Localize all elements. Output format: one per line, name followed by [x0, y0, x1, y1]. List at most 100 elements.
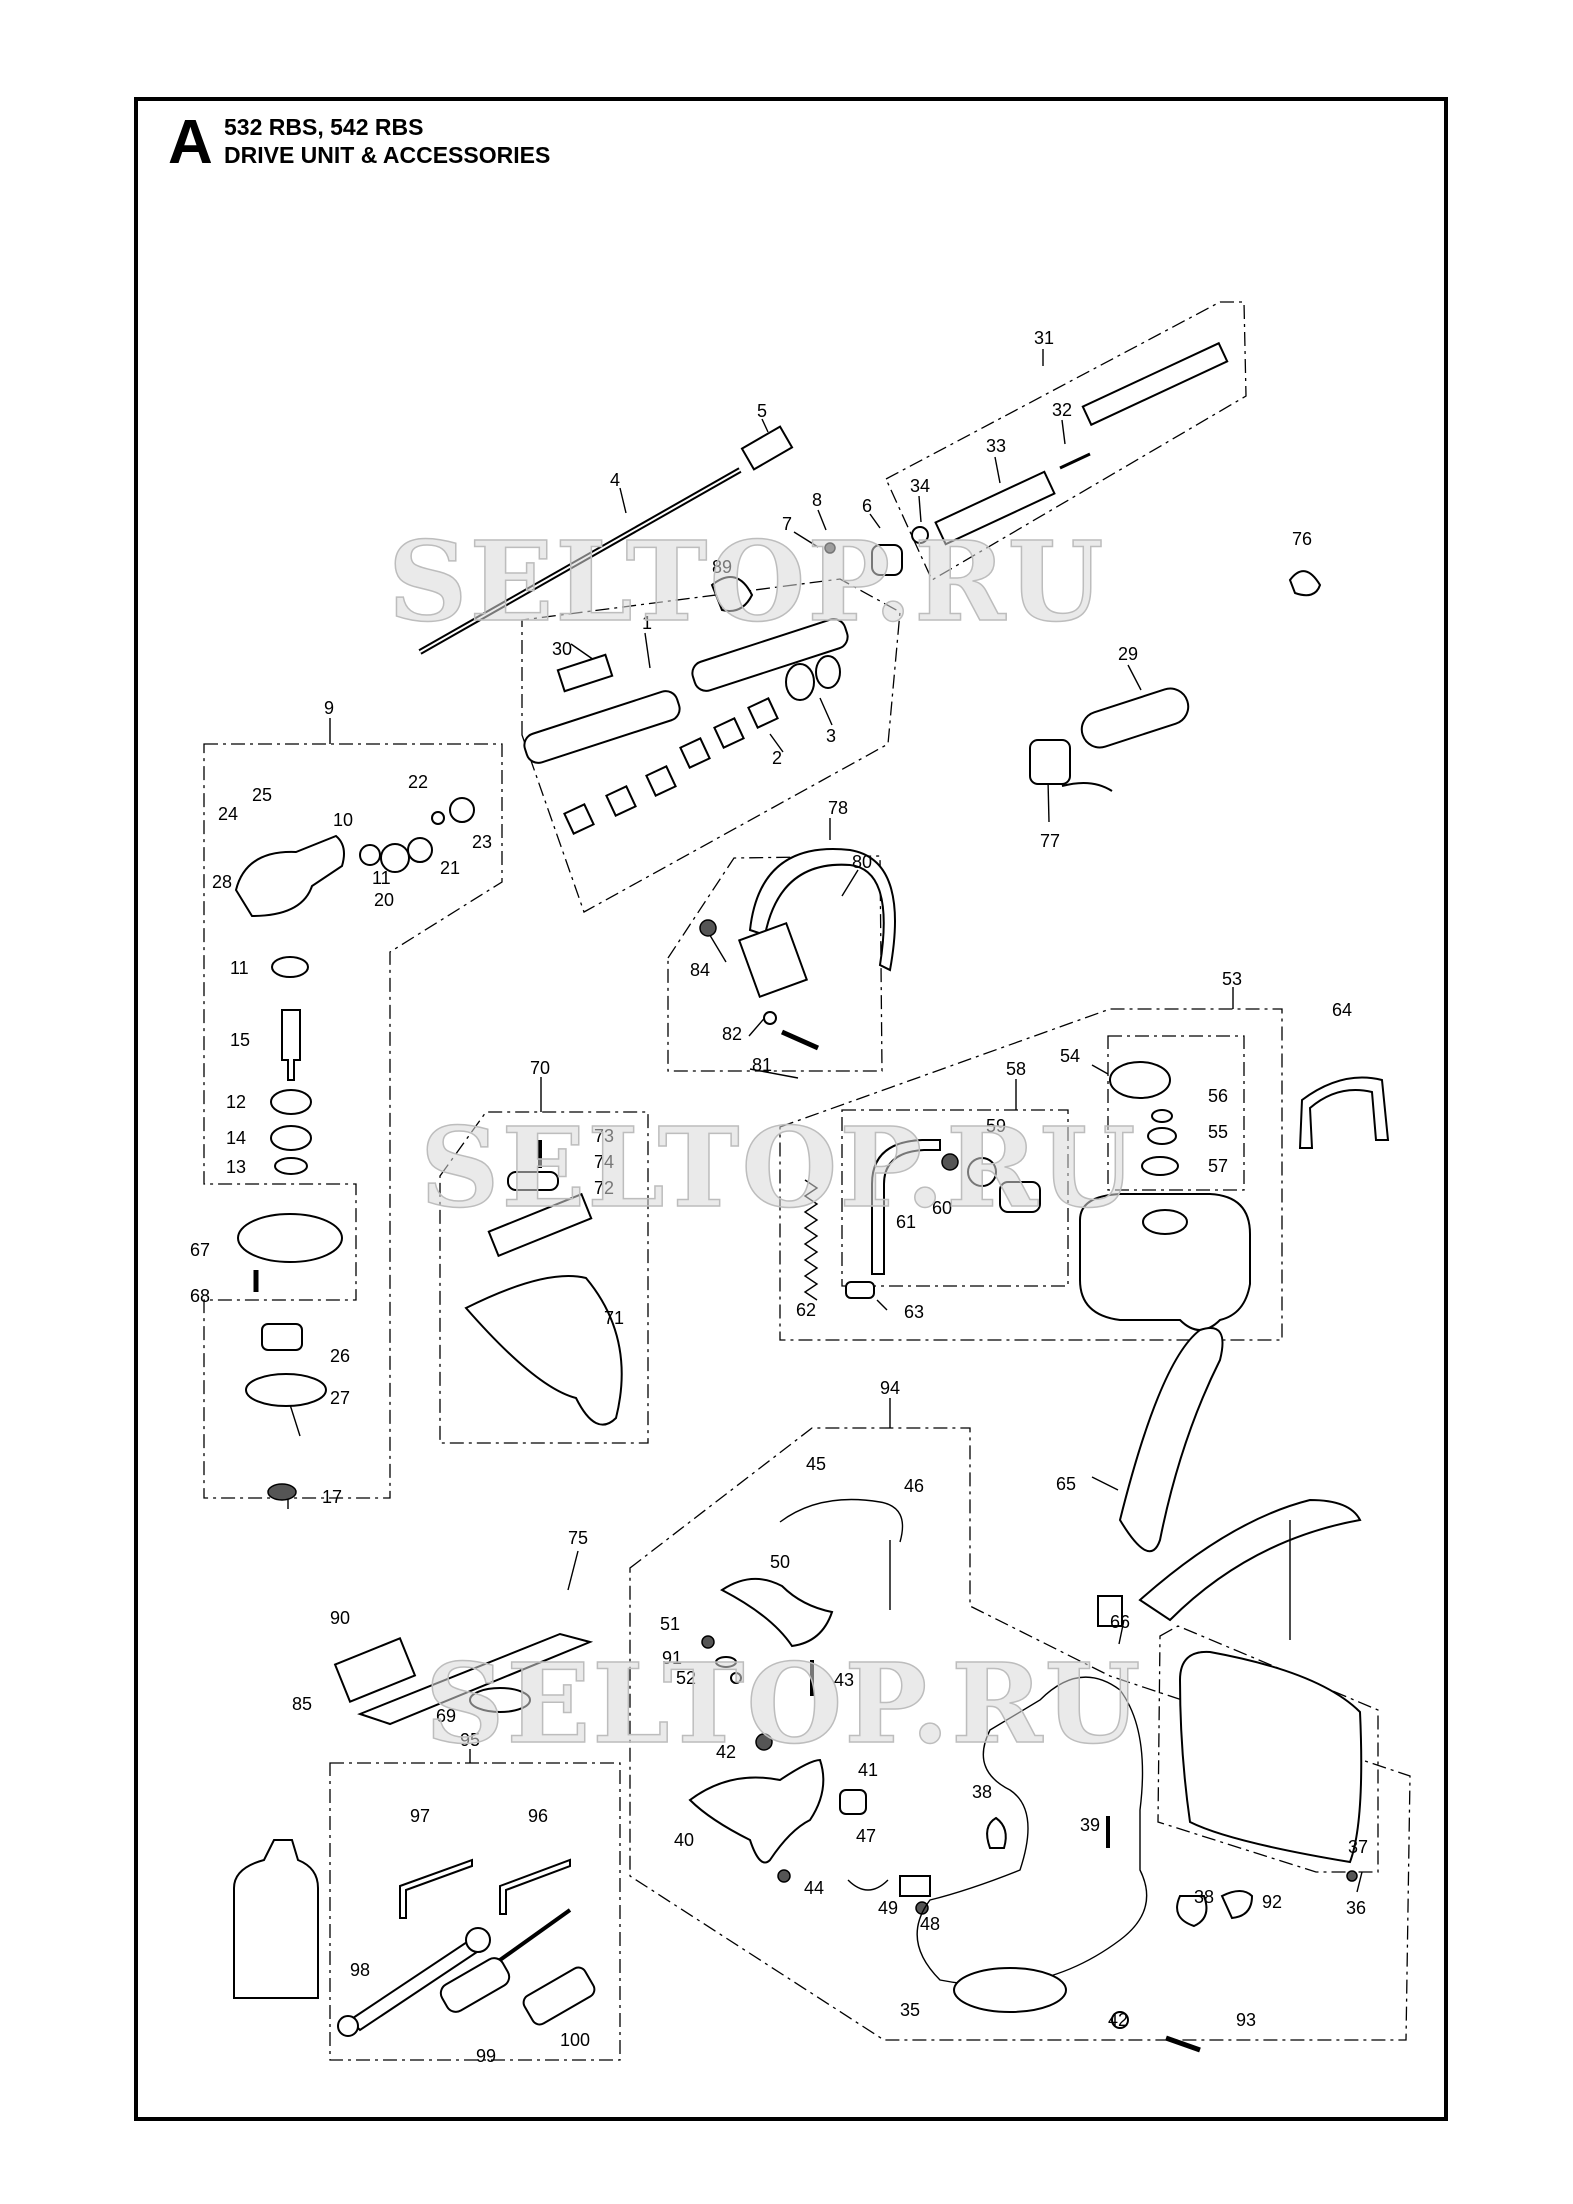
- page-border: [134, 97, 1448, 2121]
- washer-91: [715, 1656, 737, 1668]
- callout-label: 56: [1208, 1086, 1228, 1106]
- group-outline-53: [779, 1008, 1283, 1341]
- screw-51: [701, 1635, 715, 1649]
- callout-label: 9: [324, 698, 334, 718]
- bracket-40: [688, 1758, 825, 1864]
- pad-92: [1220, 1890, 1254, 1920]
- callout-label: 73: [594, 1126, 614, 1146]
- callout-label: 35: [900, 2000, 920, 2020]
- screw-37: [1346, 1870, 1358, 1882]
- callout-label: 13: [226, 1157, 246, 1177]
- support-cup-26: [261, 1323, 303, 1351]
- callout-label: 22: [408, 772, 428, 792]
- buckle: [1097, 1595, 1123, 1627]
- callout-label: 95: [460, 1730, 480, 1750]
- callout-label: 84: [690, 960, 710, 980]
- callout-label: 11: [230, 958, 249, 978]
- allen-key-96: [499, 1858, 571, 1915]
- clip-63: [845, 1281, 875, 1299]
- callout-label: 47: [856, 1826, 876, 1846]
- callout-label: 37: [1348, 1837, 1368, 1857]
- group-outline-70: [439, 1111, 649, 1444]
- circlip-23: [449, 797, 475, 823]
- grommet-59: [967, 1157, 997, 1187]
- callout-label: 69: [436, 1706, 456, 1726]
- strap-64: [1298, 1076, 1390, 1149]
- fitting-60: [941, 1153, 959, 1171]
- washer-82: [763, 1011, 777, 1025]
- callout-label: 71: [604, 1308, 624, 1328]
- plate-50: [720, 1577, 834, 1648]
- callout-label: 52: [676, 1668, 696, 1688]
- callout-label: 74: [594, 1152, 614, 1172]
- coupling-33: [934, 470, 1056, 546]
- bearing-21: [407, 837, 433, 863]
- callout-label: 49: [878, 1898, 898, 1918]
- bracket-49: [899, 1875, 931, 1897]
- callout-label: 3: [826, 726, 836, 746]
- blade-guard-90: [333, 1637, 417, 1703]
- callout-label: 58: [1006, 1059, 1026, 1079]
- callout-label: 21: [440, 858, 460, 878]
- callout-label: 8: [812, 490, 822, 510]
- hanger-76: [1288, 570, 1322, 597]
- callout-label: 67: [190, 1240, 210, 1260]
- nut-42b: [1111, 2011, 1129, 2029]
- callout-label: 27: [330, 1388, 350, 1408]
- callout-label: 1: [642, 613, 652, 633]
- washer-57: [1141, 1156, 1179, 1176]
- fuel-cap-54: [1109, 1061, 1171, 1099]
- grip-89: [710, 576, 754, 612]
- callout-label: 98: [350, 1960, 370, 1980]
- callout-label: 81: [752, 1055, 772, 1075]
- callout-label: 12: [226, 1092, 246, 1112]
- callout-label: 34: [910, 476, 930, 496]
- callout-label: 54: [1060, 1046, 1080, 1066]
- fuel-bottle-85: [233, 1839, 319, 1999]
- gear-housing-10: [234, 834, 345, 918]
- callout-label: 100: [560, 2030, 590, 2050]
- callout-label: 65: [1056, 1474, 1076, 1494]
- callout-label: 32: [1052, 400, 1072, 420]
- callout-label: 10: [333, 810, 353, 830]
- callout-label: 38: [972, 1782, 992, 1802]
- pinion-20: [359, 844, 381, 866]
- callout-label: 75: [568, 1528, 588, 1548]
- callout-label: 42: [716, 1742, 736, 1762]
- blade-75: [357, 1632, 594, 1726]
- d-ring-38a: [986, 1816, 1007, 1849]
- callout-label: 25: [252, 785, 272, 805]
- d-ring-38b: [1176, 1895, 1208, 1928]
- nut-42: [755, 1733, 773, 1751]
- bearing-rings-2: [563, 655, 841, 835]
- loop-handle-80: [748, 848, 896, 972]
- screw-93: [1165, 2035, 1201, 2053]
- callout-label: 59: [986, 1116, 1006, 1136]
- group-outline-78: [667, 855, 883, 1072]
- callout-label: 51: [660, 1614, 680, 1634]
- callout-label: 23: [472, 832, 492, 852]
- callout-label: 62: [796, 1300, 816, 1320]
- back-plate-36: [1178, 1650, 1363, 1864]
- screwdriver-99: [439, 1957, 511, 2013]
- callout-label: 28: [212, 872, 232, 892]
- callout-label: 89: [712, 557, 732, 577]
- callout-label: 77: [1040, 831, 1060, 851]
- callout-label: 7: [782, 514, 792, 534]
- callout-label: 76: [1292, 529, 1312, 549]
- washer-22: [431, 811, 445, 825]
- callout-label: 5: [757, 401, 767, 421]
- callout-label: 90: [330, 1608, 350, 1628]
- watermark: SELTOP.RU: [425, 1639, 1142, 1768]
- circlip-13: [274, 1157, 308, 1175]
- callout-label: 48: [920, 1914, 940, 1934]
- callout-label: 99: [476, 2046, 496, 2066]
- callout-label: 72: [594, 1178, 614, 1198]
- section-title: DRIVE UNIT & ACCESSORIES: [224, 142, 551, 168]
- wire-47: [847, 1879, 889, 1891]
- group-outline-1: [521, 578, 901, 913]
- callout-label: 2: [772, 748, 782, 768]
- thrust-washer-27: [245, 1373, 327, 1407]
- callout-label: 97: [410, 1806, 430, 1826]
